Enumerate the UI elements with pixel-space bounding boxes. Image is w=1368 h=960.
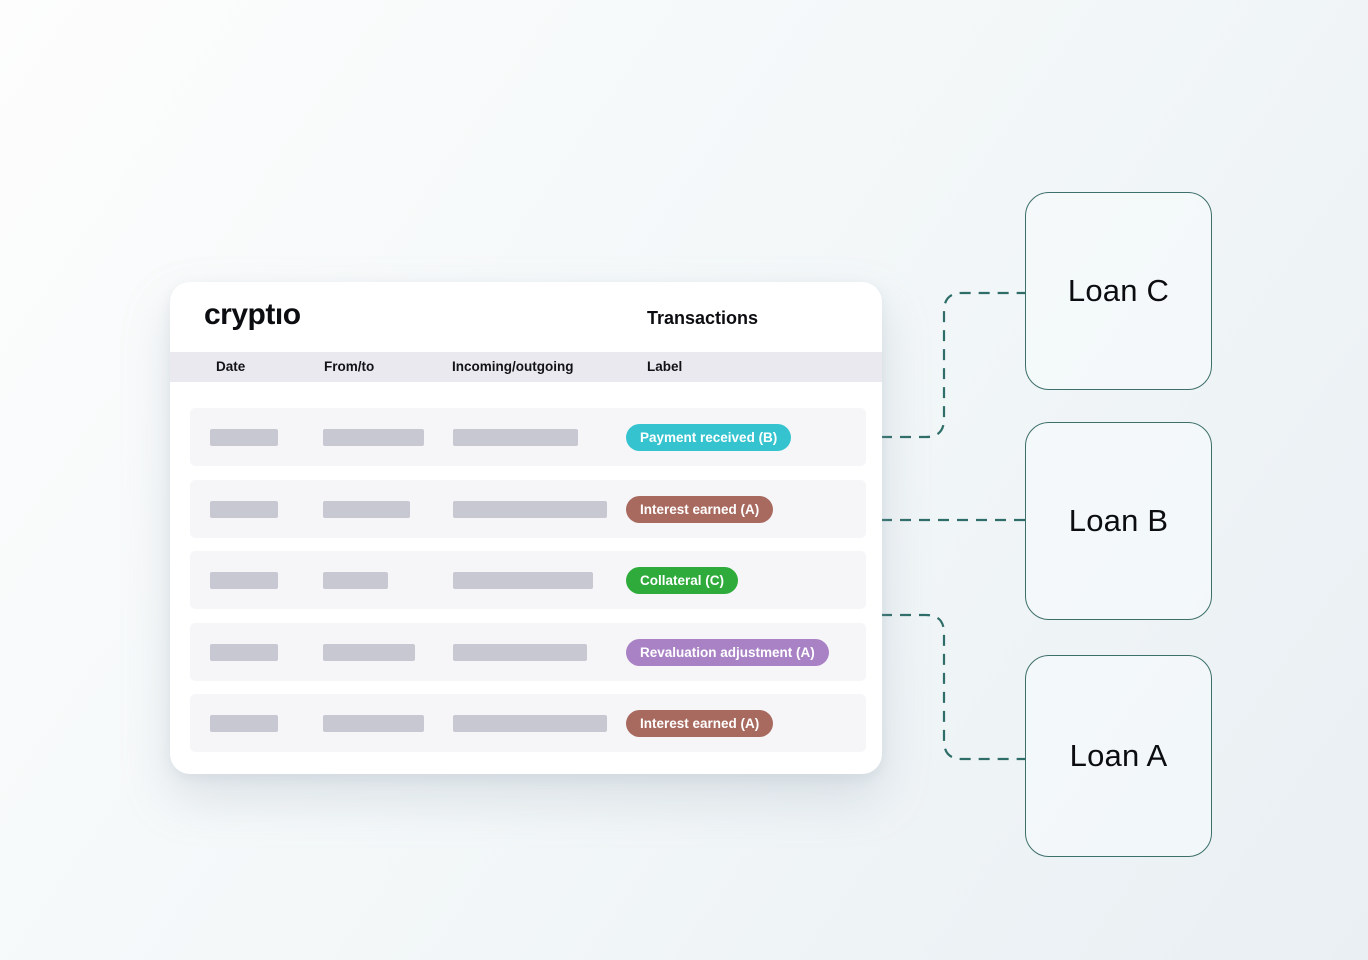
date-placeholder-bar — [210, 571, 278, 589]
amount-placeholder-bar — [453, 500, 607, 518]
column-header-inout: Incoming/outgoing — [452, 359, 574, 374]
transaction-row: Interest earned (A) — [190, 480, 866, 538]
fromto-placeholder-bar — [323, 428, 424, 446]
amount-placeholder-bar — [453, 571, 593, 589]
transaction-row: Revaluation adjustment (A) — [190, 623, 866, 681]
table-header-row: Date From/to Incoming/outgoing Label — [170, 352, 882, 382]
transaction-row: Collateral (C) — [190, 551, 866, 609]
loan-c-label: Loan C — [1067, 273, 1170, 308]
date-placeholder-bar — [210, 428, 278, 446]
column-header-fromto: From/to — [324, 359, 375, 374]
connector-loan-a-line — [881, 613, 1025, 761]
transaction-row: Interest earned (A) — [190, 694, 866, 752]
transactions-card: cryptıo Transactions Date From/to Incomi… — [170, 282, 882, 774]
label-badge: Interest earned (A) — [626, 709, 774, 737]
date-placeholder-bar — [210, 714, 278, 732]
date-placeholder-bar — [210, 500, 278, 518]
column-header-date: Date — [216, 359, 246, 374]
fromto-placeholder-bar — [323, 643, 415, 661]
fromto-placeholder-bar — [323, 571, 388, 589]
connector-loan-c-line — [881, 291, 1025, 439]
label-badge: Collateral (C) — [626, 566, 739, 594]
loan-a-label: Loan A — [1069, 738, 1168, 773]
cryptio-logo: cryptıo — [204, 298, 301, 331]
card-title: Transactions — [647, 308, 759, 328]
loan-box-a: Loan A — [1025, 655, 1212, 857]
amount-placeholder-bar — [453, 714, 607, 732]
date-placeholder-bar — [210, 643, 278, 661]
fromto-placeholder-bar — [323, 714, 424, 732]
fromto-placeholder-bar — [323, 500, 410, 518]
amount-placeholder-bar — [453, 643, 587, 661]
label-badge: Payment received (B) — [626, 423, 792, 451]
label-badge: Revaluation adjustment (A) — [626, 638, 829, 666]
label-badge: Interest earned (A) — [626, 495, 774, 523]
transaction-row: Payment received (B) — [190, 408, 866, 466]
loan-box-c: Loan C — [1025, 192, 1212, 390]
loan-box-b: Loan B — [1025, 422, 1212, 620]
loan-b-label: Loan B — [1068, 503, 1169, 538]
amount-placeholder-bar — [453, 428, 578, 446]
column-header-label: Label — [647, 359, 683, 374]
